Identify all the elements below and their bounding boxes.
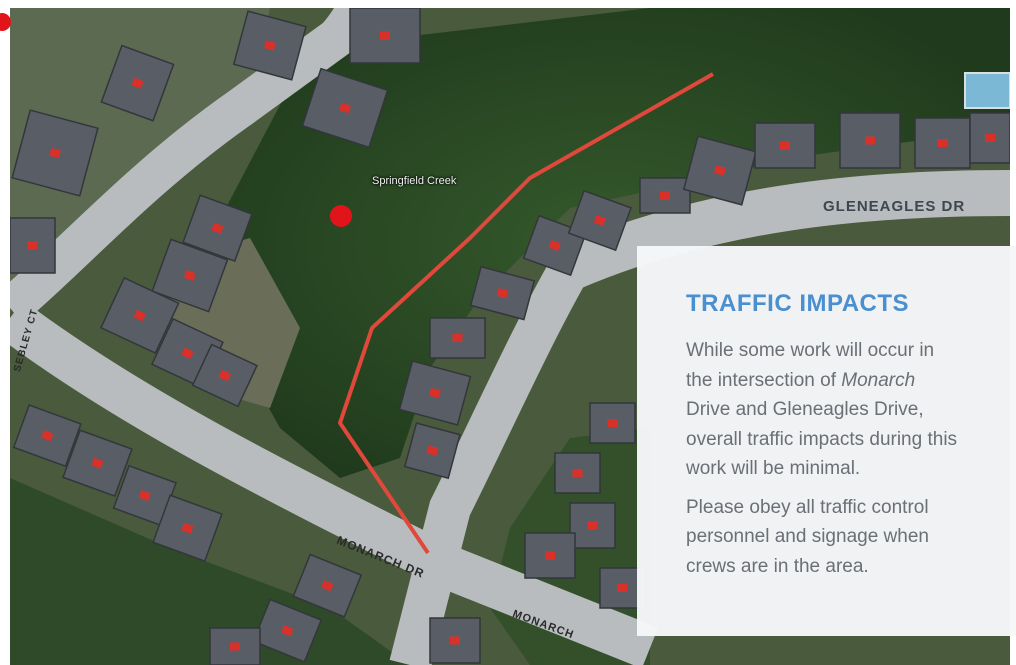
road-cul-de-sac [231, 8, 363, 120]
signage-notice-paragraph: Please obey all traffic control personne… [686, 493, 1016, 582]
house-marker [545, 551, 555, 560]
house-marker [49, 147, 61, 159]
house-marker [181, 347, 194, 359]
road-gleneagles-dr [560, 170, 1010, 290]
house-marker [91, 457, 104, 469]
house-marker [321, 580, 334, 592]
creek-label: Springfield Creek [372, 175, 457, 187]
house-marker [426, 445, 439, 456]
house-marker [133, 309, 147, 322]
work-route-line [338, 72, 714, 555]
swimming-pool [964, 72, 1010, 109]
house-marker [617, 584, 628, 592]
emphasis-monarch: Monarch [841, 369, 916, 391]
house-marker [593, 215, 606, 226]
paragraph-line: work will be minimal. [686, 458, 861, 479]
house-marker [714, 165, 726, 176]
house-marker [218, 369, 232, 382]
aerial-map: GLENEAGLES DR MONARCH DR MONARCH SEBLEY … [10, 8, 1010, 665]
road-label-gleneagles-dr: GLENEAGLES DR [823, 198, 966, 215]
house-marker [548, 240, 561, 251]
house-marker [587, 521, 598, 530]
work-location-marker [330, 205, 352, 227]
traffic-impacts-paragraph: While some work will occur in the inters… [686, 336, 1016, 484]
paragraph-line: While some work will occur in [686, 340, 935, 361]
traffic-impacts-panel: TRAFFIC IMPACTS While some work will occ… [637, 246, 1016, 636]
house-marker [339, 102, 351, 114]
road-monarch-dr [10, 300, 659, 665]
edge-marker-dot [0, 13, 11, 31]
paragraph-line: personnel and signage when [686, 526, 929, 547]
house-marker [41, 430, 54, 442]
house-marker [985, 134, 995, 142]
house-marker [496, 287, 509, 299]
house-marker [264, 40, 276, 51]
house-marker [211, 222, 224, 234]
house-marker [452, 334, 463, 342]
house-marker [572, 469, 583, 477]
house-marker [780, 141, 790, 150]
residential-area-northwest [10, 8, 270, 288]
paragraph-line: crews are in the area. [686, 555, 869, 577]
road-monarch-connector [389, 257, 589, 665]
house-marker [450, 636, 460, 645]
paragraph-line: the intersection of Monarch [686, 369, 916, 391]
house-marker [937, 139, 948, 147]
house-marker [429, 387, 441, 399]
panel-title: TRAFFIC IMPACTS [686, 290, 910, 317]
house-marker [131, 77, 144, 89]
paragraph-line: Please obey all traffic control [686, 496, 929, 518]
house-marker [281, 625, 294, 637]
house-marker [607, 419, 618, 427]
house-marker [230, 642, 240, 651]
house-marker [380, 31, 390, 40]
paragraph-line: overall traffic impacts during this [686, 428, 958, 450]
road-sebley-ct [10, 11, 362, 324]
paragraph-line: Drive and Gleneagles Drive, [686, 399, 924, 420]
aerial-map-svg [10, 8, 1010, 665]
house-marker [181, 522, 194, 534]
house-marker [660, 191, 670, 200]
house-marker [865, 136, 875, 145]
house-marker [183, 270, 196, 281]
house-marker [138, 490, 151, 501]
house-marker [27, 241, 38, 250]
